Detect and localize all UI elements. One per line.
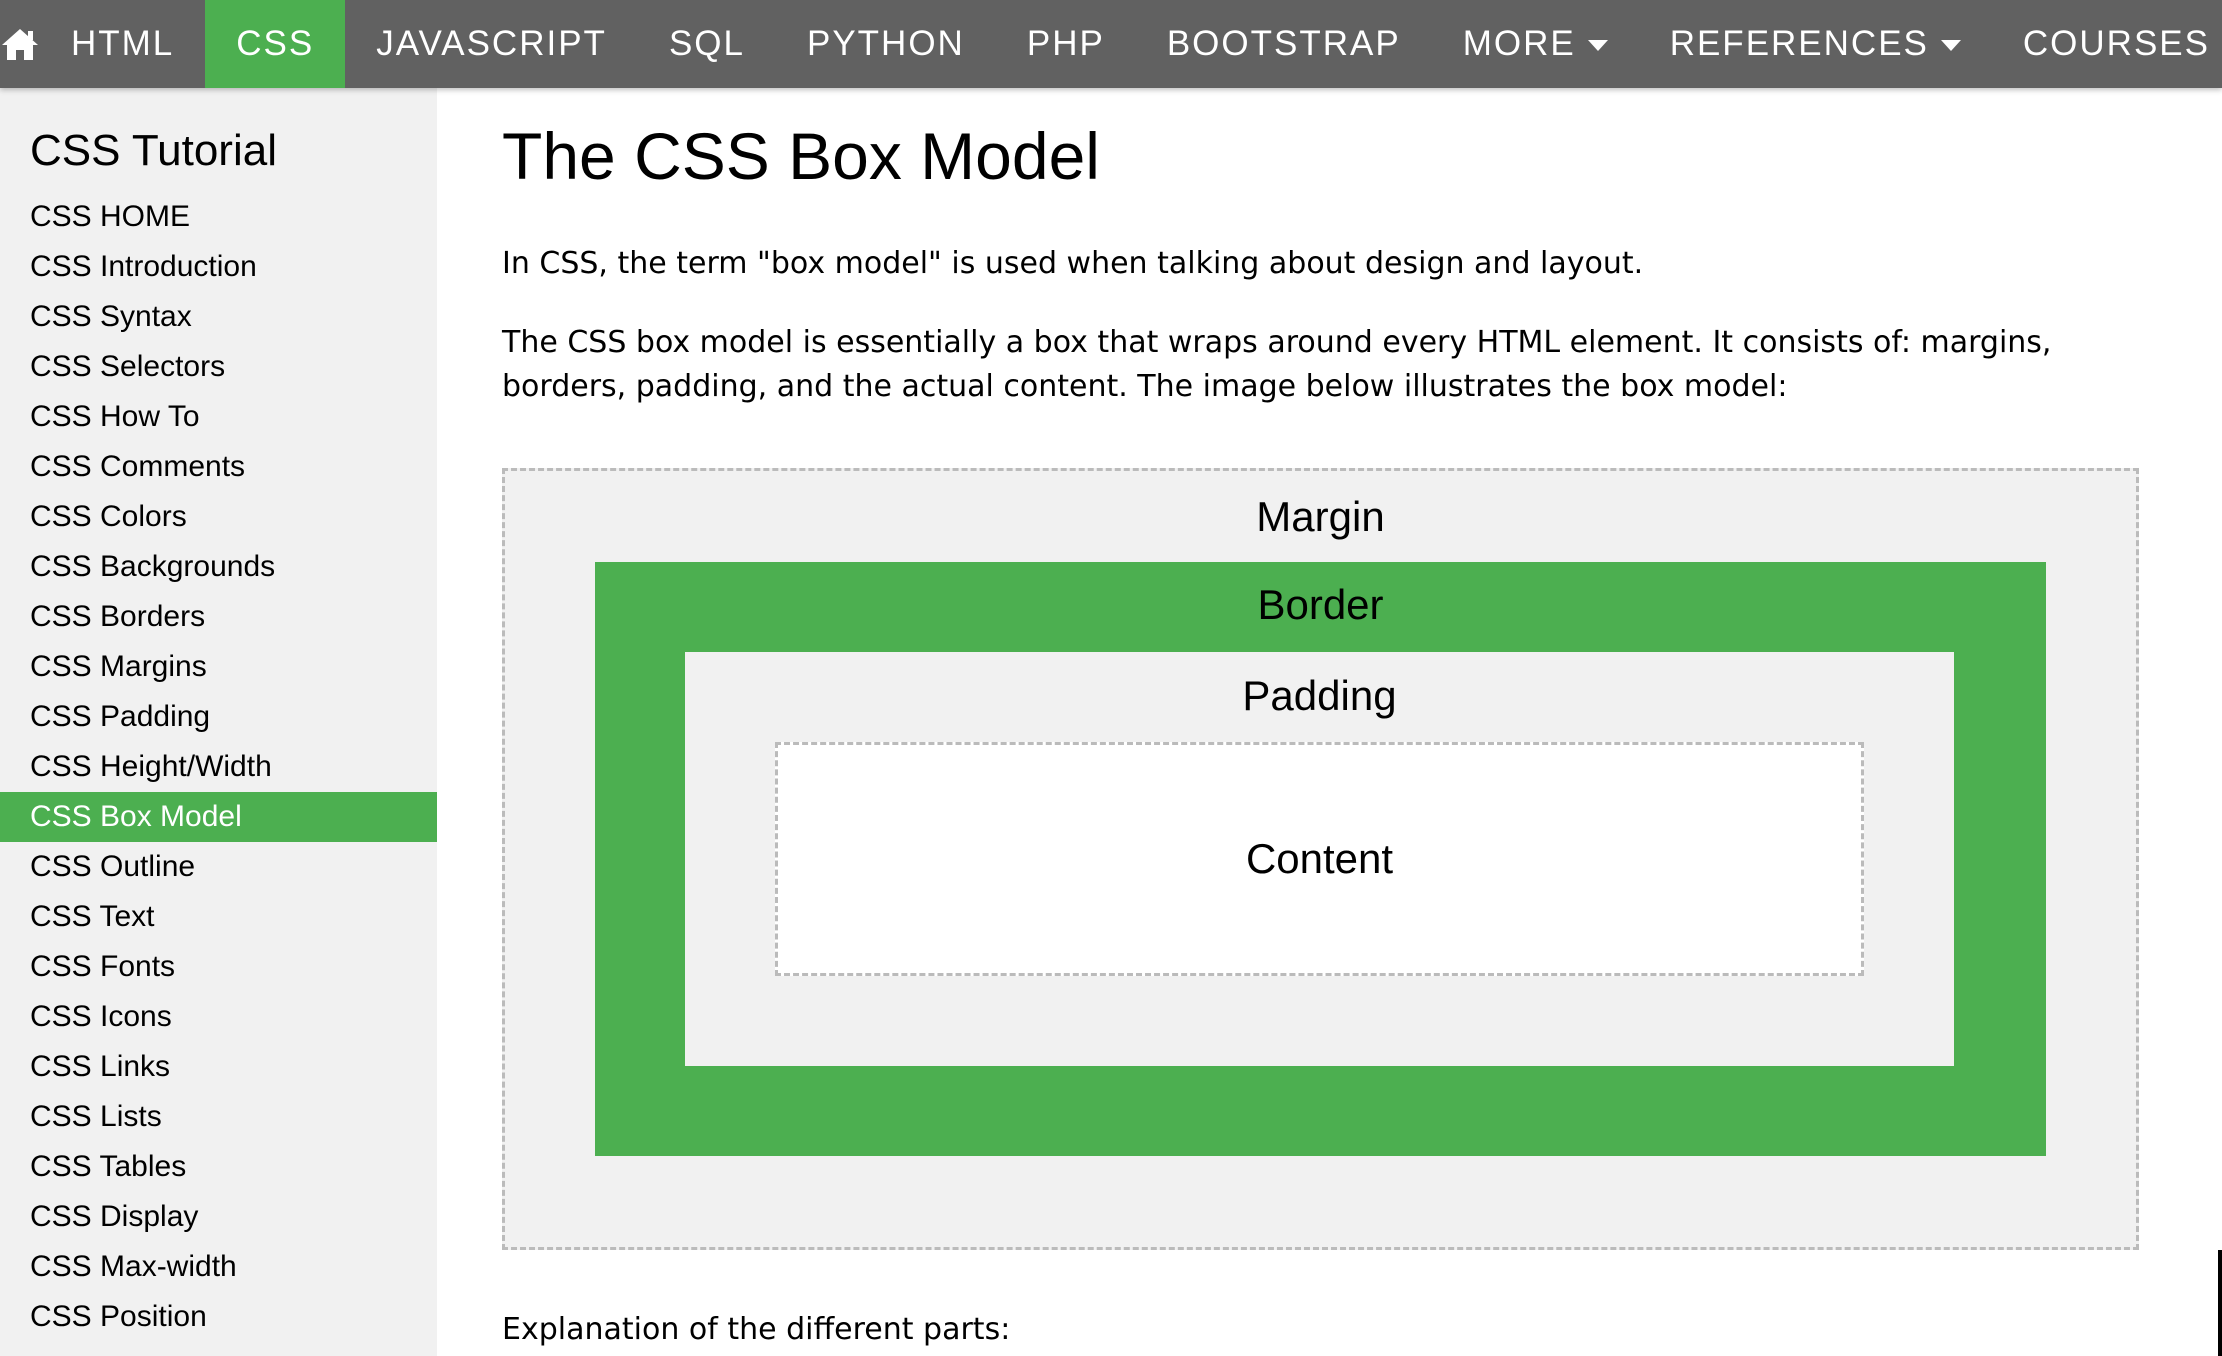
sidebar-item-css-tables[interactable]: CSS Tables <box>30 1150 187 1183</box>
sidebar-item-css-fonts[interactable]: CSS Fonts <box>30 950 176 983</box>
sidebar-item-css-home[interactable]: CSS HOME <box>30 200 191 233</box>
nav-css-label: CSS <box>236 24 315 63</box>
nav-javascript[interactable]: JAVASCRIPT <box>345 0 638 88</box>
nav-courses[interactable]: COURSES <box>1992 0 2222 88</box>
sidebar-item-css-height-width[interactable]: CSS Height/Width <box>30 750 272 783</box>
page-title: The CSS Box Model <box>502 119 1100 193</box>
sidebar: CSS Tutorial CSS HOME CSS Introduction C… <box>0 88 437 1356</box>
box-model-padding: Padding Content <box>685 652 1954 1066</box>
top-navigation: HTML CSS JAVASCRIPT SQL PYTHON PHP BOOTS… <box>0 0 2222 88</box>
nav-home[interactable] <box>0 0 40 88</box>
sidebar-item-css-introduction[interactable]: CSS Introduction <box>30 250 257 283</box>
sidebar-item-css-text[interactable]: CSS Text <box>30 900 155 933</box>
intro-paragraph: In CSS, the term "box model" is used whe… <box>502 246 1644 281</box>
sidebar-item-css-lists[interactable]: CSS Lists <box>30 1100 162 1133</box>
nav-php-label: PHP <box>1026 24 1105 63</box>
nav-references-dropdown[interactable]: REFERENCES <box>1639 0 1992 88</box>
caret-down-icon <box>1587 39 1608 51</box>
sidebar-item-css-icons[interactable]: CSS Icons <box>30 1000 172 1033</box>
content-label: Content <box>1245 835 1394 882</box>
nav-python[interactable]: PYTHON <box>776 0 996 88</box>
sidebar-item-css-colors[interactable]: CSS Colors <box>30 500 187 533</box>
sidebar-item-css-max-width[interactable]: CSS Max-width <box>30 1250 237 1283</box>
nav-more-dropdown[interactable]: MORE <box>1432 0 1639 88</box>
nav-more-label: MORE <box>1462 24 1576 63</box>
sidebar-item-css-padding[interactable]: CSS Padding <box>30 700 211 733</box>
sidebar-item-css-outline[interactable]: CSS Outline <box>30 850 196 883</box>
sidebar-item-css-position[interactable]: CSS Position <box>30 1300 207 1333</box>
nav-bootstrap-label: BOOTSTRAP <box>1166 24 1401 63</box>
sidebar-item-css-how-to[interactable]: CSS How To <box>30 400 200 433</box>
sidebar-item-css-margins[interactable]: CSS Margins <box>30 650 207 683</box>
sidebar-list: CSS HOME CSS Introduction CSS Syntax CSS… <box>0 192 437 1342</box>
nav-sql-label: SQL <box>668 24 745 63</box>
nav-python-label: PYTHON <box>806 24 965 63</box>
sidebar-item-css-box-model[interactable]: CSS Box Model <box>0 792 437 842</box>
sidebar-item-css-comments[interactable]: CSS Comments <box>30 450 246 483</box>
sidebar-title: CSS Tutorial <box>30 126 277 175</box>
nav-javascript-label: JAVASCRIPT <box>376 24 607 63</box>
sidebar-item-css-borders[interactable]: CSS Borders <box>30 600 206 633</box>
nav-php[interactable]: PHP <box>996 0 1136 88</box>
nav-courses-label: COURSES <box>2022 24 2210 63</box>
home-icon <box>2 29 38 60</box>
box-model-content: Content <box>775 742 1864 976</box>
caret-down-icon <box>1940 39 1961 51</box>
nav-html-label: HTML <box>71 24 175 63</box>
explanation-heading: Explanation of the different parts: <box>502 1312 1011 1347</box>
sidebar-item-css-display[interactable]: CSS Display <box>30 1200 199 1233</box>
nav-bootstrap[interactable]: BOOTSTRAP <box>1136 0 1432 88</box>
nav-css[interactable]: CSS <box>205 0 346 88</box>
scrollbar-edge[interactable] <box>2218 1250 2222 1356</box>
box-model-border: Border Padding Content <box>595 562 2046 1156</box>
border-label: Border <box>1257 581 1384 628</box>
nav-sql[interactable]: SQL <box>638 0 776 88</box>
margin-label: Margin <box>1256 493 1385 540</box>
sidebar-item-css-selectors[interactable]: CSS Selectors <box>30 350 226 383</box>
padding-label: Padding <box>1242 672 1397 719</box>
nav-html[interactable]: HTML <box>40 0 205 88</box>
description-paragraph: The CSS box model is essentially a box t… <box>502 325 2052 404</box>
sidebar-item-css-backgrounds[interactable]: CSS Backgrounds <box>30 550 276 583</box>
sidebar-item-css-syntax[interactable]: CSS Syntax <box>30 300 192 333</box>
sidebar-item-css-links[interactable]: CSS Links <box>30 1050 171 1083</box>
nav-references-label: REFERENCES <box>1669 24 1929 63</box>
